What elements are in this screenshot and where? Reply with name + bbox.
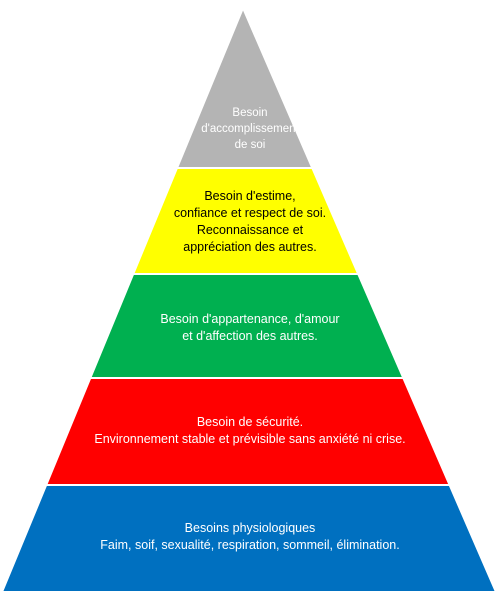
tier-label-safety: Besoin de sécurité. Environnement stable…	[0, 414, 500, 448]
tier-label-line: et d'affection des autres.	[182, 329, 318, 343]
tier-label-belonging: Besoin d'appartenance, d'amour et d'affe…	[0, 311, 500, 345]
tier-label-line: appréciation des autres.	[183, 240, 317, 254]
tier-label-physiological: Besoins physiologiques Faim, soif, sexua…	[0, 520, 500, 554]
tier-label-self-actualization: Besoin d'accomplissement de soi	[0, 105, 500, 153]
tier-label-line: Besoin d'estime,	[204, 189, 296, 203]
tier-label-line: Faim, soif, sexualité, respiration, somm…	[100, 538, 400, 552]
tier-label-line: Besoin	[232, 107, 268, 119]
tier-label-line: de soi	[234, 139, 266, 151]
pyramid-tier-physiological	[0, 484, 498, 593]
tier-label-line: Besoin d'appartenance, d'amour	[160, 312, 340, 326]
tier-label-esteem: Besoin d'estime, confiance et respect de…	[0, 188, 500, 256]
tier-label-line: d'accomplissement	[201, 123, 299, 135]
tier-label-line: Besoins physiologiques	[184, 521, 316, 535]
tier-label-line: Environnement stable et prévisible sans …	[94, 432, 406, 446]
tier-label-line: confiance et respect de soi.	[173, 206, 327, 220]
tier-label-line: Besoin de sécurité.	[196, 415, 304, 429]
tier-label-line: Reconnaissance et	[196, 223, 304, 237]
